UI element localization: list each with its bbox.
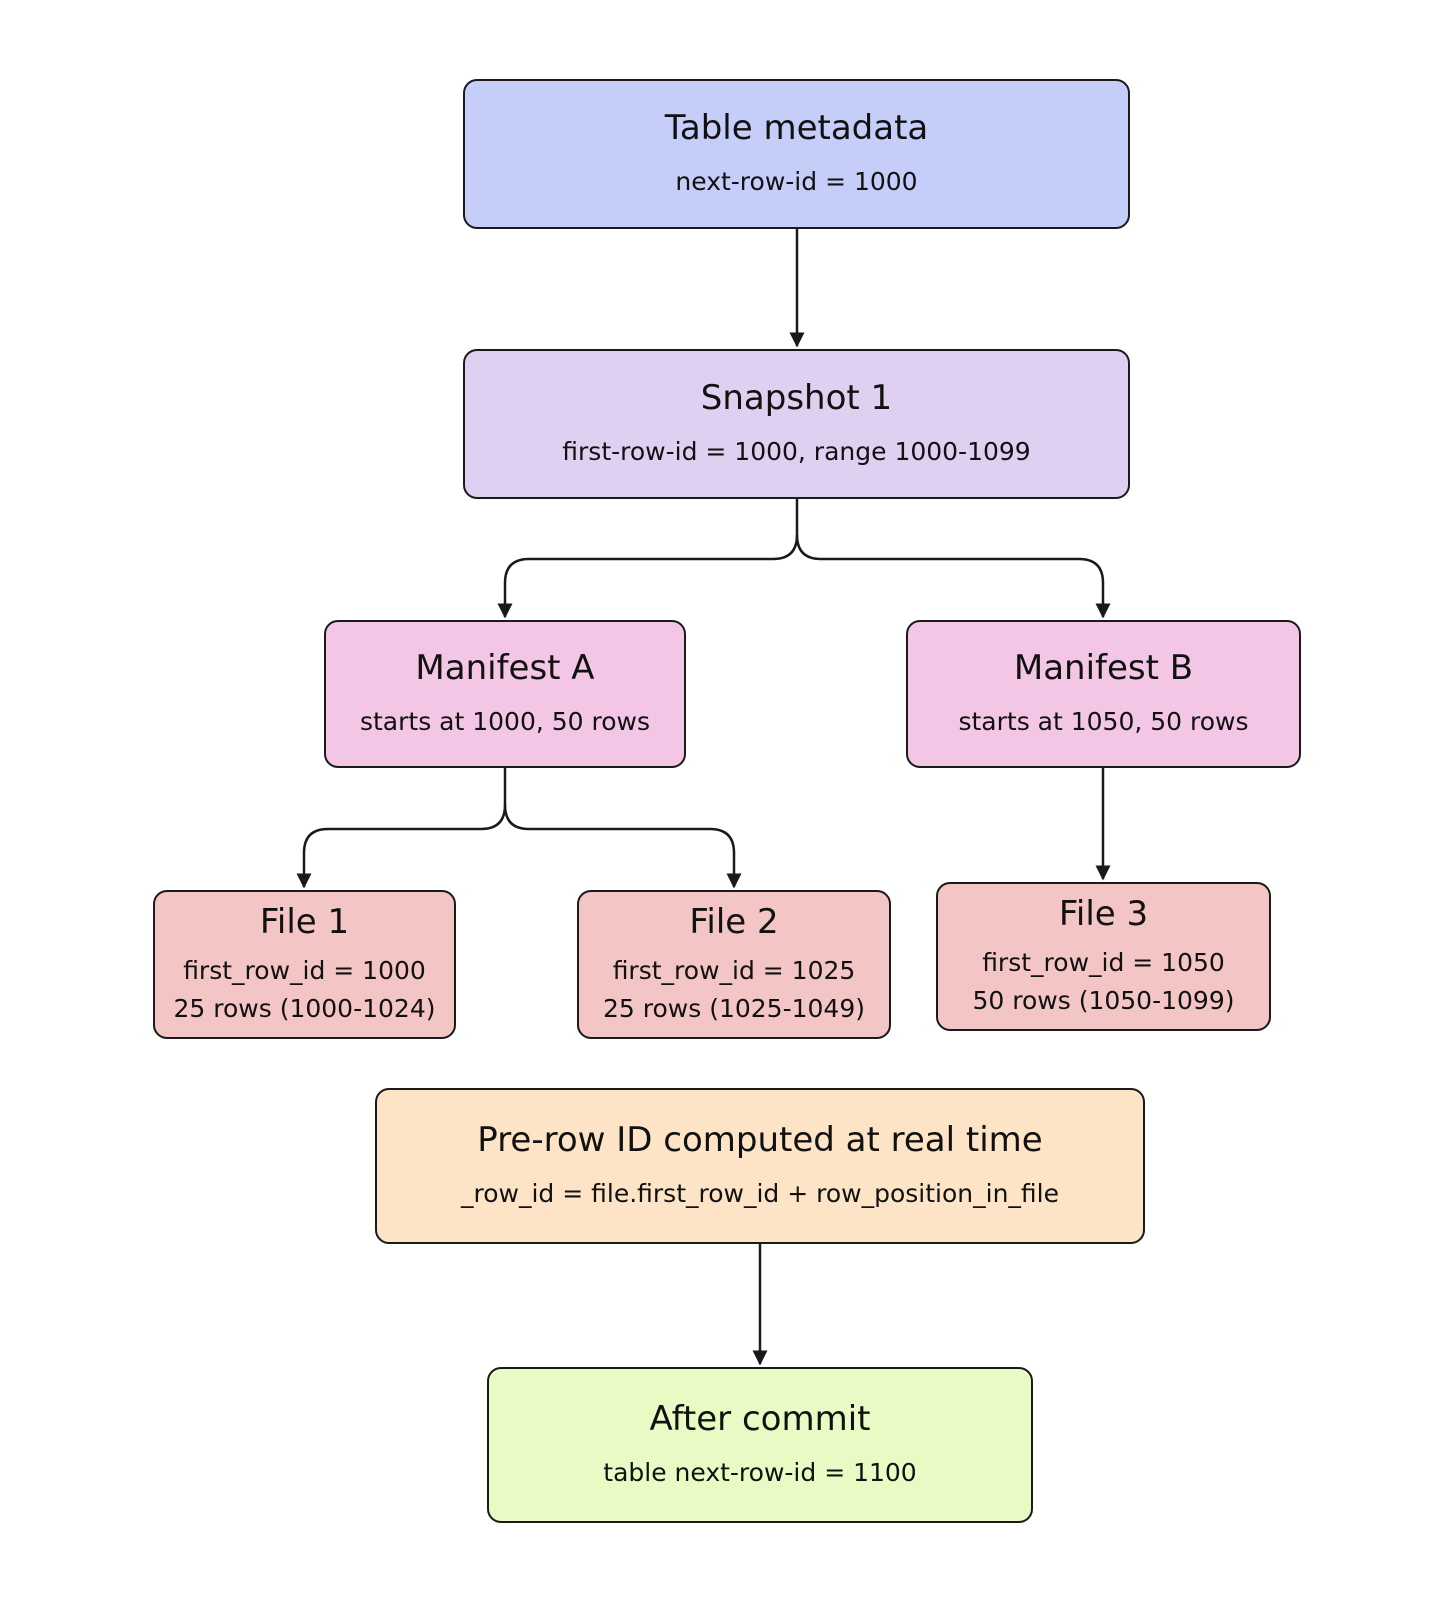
table-metadata-node: Table metadata next-row-id = 1000 [463, 79, 1130, 229]
edge-snapshot-to-manifest-b [795, 534, 1111, 619]
edge-snapshot-to-manifest-a [497, 499, 799, 619]
node-title: File 3 [1058, 893, 1149, 934]
node-detail: next-row-id = 1000 [675, 166, 918, 196]
node-detail: first_row_id = 1025 [612, 956, 856, 986]
node-title: File 2 [689, 901, 779, 942]
file-3-node: File 3 first_row_id = 1050 50 rows (1050… [936, 882, 1271, 1031]
node-detail: 25 rows (1000-1024) [173, 993, 436, 1023]
node-title: Manifest B [1013, 647, 1194, 688]
node-detail: _row_id = file.first_row_id + row_positi… [461, 1178, 1059, 1208]
node-title: File 1 [259, 901, 350, 942]
node-detail: starts at 1000, 50 rows [359, 706, 651, 736]
node-detail: first_row_id = 1050 [982, 948, 1225, 978]
node-detail: first_row_id = 1000 [183, 956, 426, 986]
node-title: Pre-row ID computed at real time [477, 1119, 1043, 1160]
file-1-node: File 1 first_row_id = 1000 25 rows (1000… [153, 890, 456, 1039]
computed-row-id-node: Pre-row ID computed at real time _row_id… [375, 1088, 1145, 1244]
manifest-b-node: Manifest B starts at 1050, 50 rows [906, 620, 1301, 768]
node-detail: starts at 1050, 50 rows [958, 706, 1249, 736]
node-detail: 50 rows (1050-1099) [972, 985, 1235, 1015]
edge-manifest-a-to-file-1 [296, 768, 507, 889]
snapshot-1-node: Snapshot 1 first-row-id = 1000, range 10… [463, 349, 1130, 499]
node-detail: table next-row-id = 1100 [603, 1457, 917, 1487]
node-detail: 25 rows (1025-1049) [603, 993, 865, 1023]
manifest-a-node: Manifest A starts at 1000, 50 rows [324, 620, 686, 768]
after-commit-node: After commit table next-row-id = 1100 [487, 1367, 1033, 1523]
node-title: Table metadata [664, 107, 929, 148]
node-detail: first-row-id = 1000, range 1000-1099 [562, 436, 1031, 466]
edge-manifest-a-to-file-2 [503, 804, 742, 889]
file-2-node: File 2 first_row_id = 1025 25 rows (1025… [577, 890, 891, 1039]
node-title: After commit [649, 1398, 871, 1439]
node-title: Manifest A [415, 647, 595, 688]
node-title: Snapshot 1 [700, 377, 893, 418]
